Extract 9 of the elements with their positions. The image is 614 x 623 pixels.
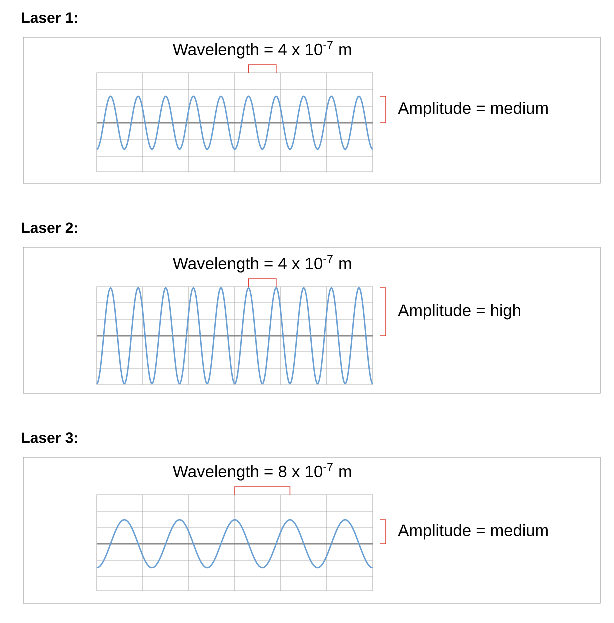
wavelength-label: Wavelength = 4 x 10$^{-7}$ m (173, 255, 352, 273)
wavelength-label: Wavelength = 8 x 10$^{-7}$ m (173, 463, 352, 481)
amplitude-label: Amplitude = high (398, 304, 520, 320)
heading: Laser 2: (22, 222, 78, 234)
heading: Laser 3: (22, 432, 78, 444)
wavelength-label: Wavelength = 4 x 10$^{-7}$ m (173, 41, 352, 59)
heading: Laser 1: (22, 12, 78, 24)
amplitude-label: Amplitude = medium (398, 102, 548, 118)
amplitude-label: Amplitude = medium (398, 524, 548, 540)
